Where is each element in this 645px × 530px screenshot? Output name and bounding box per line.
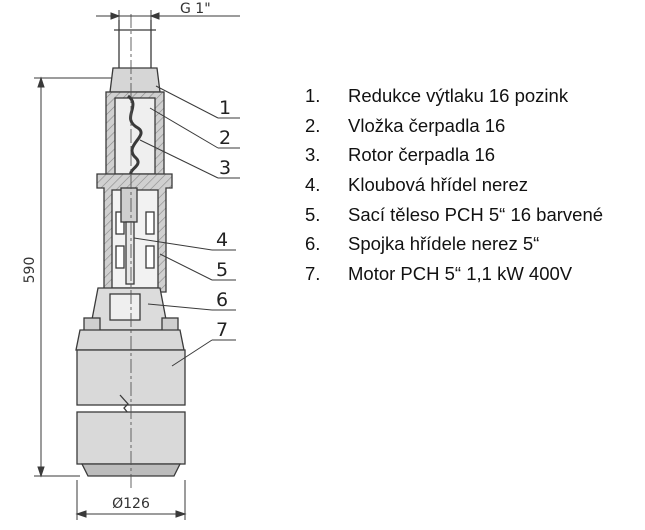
legend-number: 2. <box>305 114 321 136</box>
legend-number: 6. <box>305 233 321 255</box>
motor-flange <box>75 329 185 351</box>
callout-4: 4 <box>133 229 236 251</box>
legend-number: 4. <box>305 174 321 196</box>
legend-text: Motor PCH 5“ 1,1 kW 400V <box>348 263 573 285</box>
legend-item: 7. Motor PCH 5“ 1,1 kW 400V <box>305 262 603 292</box>
callout-3-label: 3 <box>219 157 231 179</box>
legend-number: 3. <box>305 144 321 166</box>
discharge-reducer <box>109 67 161 93</box>
pump-insert <box>105 91 165 179</box>
legend-item: 4. Kloubová hřídel nerez <box>305 173 603 203</box>
callout-7-label: 7 <box>216 319 228 341</box>
callout-5: 5 <box>159 253 236 281</box>
legend-text: Redukce výtlaku 16 pozink <box>348 85 569 106</box>
legend-number: 7. <box>305 263 321 285</box>
legend-item: 2. Vložka čerpadla 16 <box>305 114 603 144</box>
callout-4-label: 4 <box>216 229 228 251</box>
legend-text: Vložka čerpadla 16 <box>348 114 506 136</box>
joint-shaft <box>120 187 138 285</box>
pump-assembly <box>75 14 186 490</box>
diameter-dimension: Ø126 <box>75 480 187 520</box>
callout-2: 2 <box>149 107 240 149</box>
pump-rotor <box>126 94 143 178</box>
height-dimension: 590 <box>22 76 112 478</box>
height-label: 590 <box>22 257 38 284</box>
callout-6-label: 6 <box>216 289 228 311</box>
callout-5-label: 5 <box>216 259 228 281</box>
parts-legend: 1. Redukce výtlaku 16 pozink 2. Vložka čer… <box>305 84 603 292</box>
thread-dimension: G 1" <box>96 1 240 24</box>
shaft-coupling <box>83 287 179 333</box>
callout-2-label: 2 <box>219 127 231 149</box>
legend-item: 3. Rotor čerpadla 16 <box>305 143 603 173</box>
callout-1: 1 <box>155 85 240 119</box>
callout-7: 7 <box>171 319 236 367</box>
thread-label: G 1" <box>180 1 211 17</box>
legend-text: Sací těleso PCH 5“ 16 barvené <box>348 203 604 225</box>
legend-item: 5. Sací těleso PCH 5“ 16 barvené <box>305 203 603 233</box>
legend-number: 1. <box>305 85 321 106</box>
callout-6: 6 <box>147 289 236 311</box>
legend-item: 6. Spojka hřídele nerez 5“ <box>305 232 603 262</box>
callout-3: 3 <box>139 139 240 179</box>
legend-item: 1. Redukce výtlaku 16 pozink <box>305 84 603 114</box>
legend-text: Spojka hřídele nerez 5“ <box>348 233 540 255</box>
legend-number: 5. <box>305 203 321 225</box>
discharge-pipe <box>114 20 156 68</box>
diameter-label: Ø126 <box>112 496 150 512</box>
legend-text: Kloubová hřídel nerez <box>348 174 528 196</box>
callout-1-label: 1 <box>219 97 231 119</box>
callouts: 1 2 3 4 5 6 7 <box>133 85 240 367</box>
legend-text: Rotor čerpadla 16 <box>348 144 496 166</box>
